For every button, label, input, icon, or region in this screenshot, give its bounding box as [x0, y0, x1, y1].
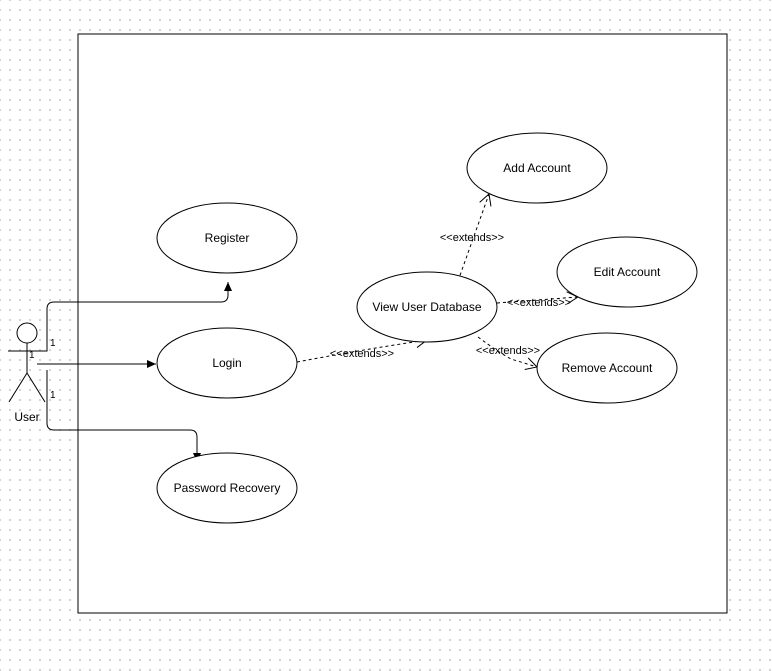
use-case-add-account-shape	[466, 132, 608, 204]
use-case-add-account-label: Add Account	[503, 161, 571, 175]
multiplicity-register-actor: 1	[29, 350, 35, 361]
use-case-password-recovery[interactable]: Password Recovery	[156, 452, 298, 524]
actor-right-leg	[26, 372, 46, 403]
extends-login-view[interactable]	[296, 335, 429, 363]
extends-label-login-view: <<extends>>	[330, 348, 394, 360]
use-case-edit-account-label: Edit Account	[594, 265, 661, 279]
use-case-add-account[interactable]: Add Account	[466, 132, 608, 204]
use-case-login-label: Login	[212, 356, 241, 370]
extends-view-remove[interactable]	[477, 336, 538, 370]
multiplicity-register: 1	[50, 338, 56, 349]
extends-label-view-remove: <<extends>>	[476, 345, 540, 357]
use-case-register[interactable]: Register	[156, 202, 298, 274]
actor-label: User	[14, 410, 39, 424]
use-case-register-shape	[156, 202, 298, 274]
use-case-view-user-database[interactable]: View User Database	[356, 271, 498, 343]
use-case-login[interactable]: Login	[156, 327, 298, 399]
use-case-view-user-database-shape	[356, 271, 498, 343]
actor-user[interactable]: User	[8, 322, 46, 424]
use-case-password-recovery-label: Password Recovery	[174, 481, 281, 495]
multiplicity-recovery: 1	[50, 390, 56, 401]
use-case-remove-account-shape	[536, 332, 678, 404]
actor-left-leg	[8, 372, 28, 403]
use-case-remove-account-label: Remove Account	[562, 361, 653, 375]
association-user-register[interactable]	[36, 282, 232, 352]
extends-label-view-add: <<extends>>	[440, 232, 504, 244]
use-case-login-shape	[156, 327, 298, 399]
use-case-remove-account[interactable]: Remove Account	[536, 332, 678, 404]
extends-view-edit[interactable]	[496, 291, 580, 305]
use-case-register-label: Register	[205, 231, 250, 245]
use-case-view-user-database-label: View User Database	[372, 300, 481, 314]
use-case-password-recovery-shape	[156, 452, 298, 524]
association-user-password-recovery[interactable]	[46, 370, 201, 462]
use-case-edit-account-shape	[556, 236, 698, 308]
actor-head	[16, 322, 38, 344]
use-case-edit-account[interactable]: Edit Account	[556, 236, 698, 308]
extends-label-view-edit: <<extends>>	[507, 297, 571, 309]
